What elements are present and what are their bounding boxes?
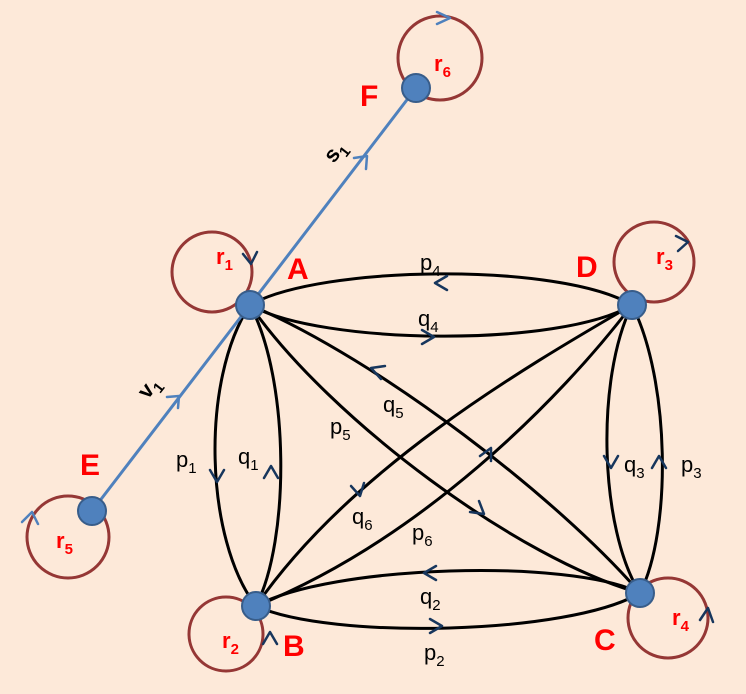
edge-q5	[249, 303, 642, 594]
loop-label-r3: r3	[656, 244, 673, 274]
node-label-f: F	[360, 80, 378, 113]
arrow-r6	[435, 10, 452, 26]
edge-p5	[248, 304, 641, 595]
arrow-r2	[261, 630, 279, 646]
loop-r1	[170, 230, 254, 314]
node-e	[77, 496, 107, 526]
node-a	[235, 290, 265, 320]
arrow-r3	[674, 234, 690, 253]
edge-p6	[255, 304, 634, 608]
edge-label-q6: q6	[352, 504, 373, 534]
node-label-e: E	[80, 449, 100, 482]
loop-r5	[25, 494, 111, 580]
edge-p4	[249, 272, 633, 307]
arrow-r5	[20, 510, 40, 526]
edge-q2	[255, 569, 641, 608]
arrow-p6	[478, 446, 493, 463]
arrow-r1	[241, 250, 259, 266]
arrow-q1	[262, 464, 280, 480]
edge-s1	[248, 87, 418, 306]
edge-label-p4: p4	[420, 250, 441, 280]
edge-p2	[255, 591, 641, 630]
node-f	[401, 73, 431, 103]
edge-label-p2: p2	[424, 640, 445, 670]
edge-label-q5: q5	[383, 392, 404, 422]
loop-r2	[187, 595, 265, 673]
edge-label-p1: p1	[176, 447, 197, 477]
edge-label-p6: p6	[412, 520, 433, 550]
arrow-q3	[602, 454, 620, 470]
loop-label-r5: r5	[56, 528, 73, 558]
loop-r4	[626, 576, 710, 660]
edge-label-q4: q4	[418, 306, 439, 336]
arrow-q4	[420, 328, 436, 346]
edge-q3	[605, 304, 642, 594]
edge-q4	[249, 303, 633, 338]
loop-label-r2: r2	[222, 628, 239, 658]
edge-label-p3: p3	[681, 452, 702, 482]
node-label-a: A	[287, 253, 309, 286]
arrow-p1	[208, 468, 226, 484]
node-d	[617, 290, 647, 320]
loop-r6	[396, 14, 484, 102]
arrow-p4	[433, 274, 449, 292]
edge-label-q3: q3	[624, 452, 645, 482]
node-b	[241, 591, 271, 621]
edge-p3	[630, 304, 664, 594]
arrow-q6	[349, 481, 366, 498]
loop-label-r4: r4	[672, 605, 690, 635]
edge-q6	[254, 303, 633, 607]
edge-label-p5: p5	[330, 414, 351, 444]
arrow-r4	[698, 606, 715, 624]
edge-p1	[213, 304, 258, 607]
arrow-q2	[422, 564, 438, 582]
node-label-d: D	[576, 251, 598, 284]
arrow-q5	[369, 364, 387, 381]
edge-label-v1: v1	[132, 371, 168, 406]
edge-label-q2: q2	[420, 584, 441, 614]
node-label-b: B	[283, 630, 305, 663]
arrow-p5	[468, 499, 486, 516]
loop-r3	[612, 220, 696, 304]
arrow-s1	[352, 154, 369, 171]
edge-q1	[248, 304, 283, 607]
arrow-v1	[165, 394, 181, 410]
edge-v1	[90, 304, 252, 512]
arrow-p2	[428, 617, 444, 635]
node-label-c: C	[594, 624, 616, 657]
loop-label-r1: r1	[216, 244, 233, 274]
loop-label-r6: r6	[434, 51, 451, 81]
edge-label-q1: q1	[238, 444, 259, 474]
arrow-p3	[650, 454, 668, 470]
node-c	[625, 578, 655, 608]
edge-label-s1: s1	[318, 135, 354, 170]
